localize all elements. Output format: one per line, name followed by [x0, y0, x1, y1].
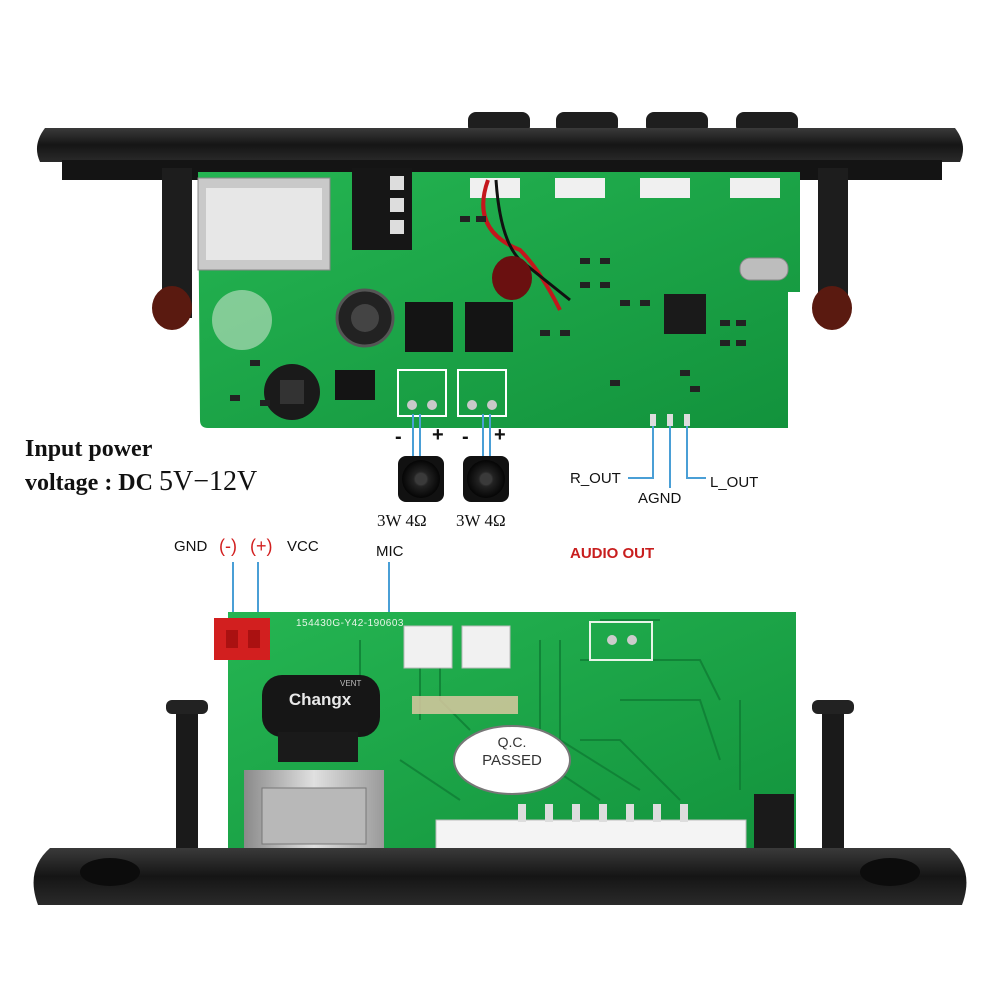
- connector: [730, 178, 780, 198]
- positive-label: (+): [250, 536, 273, 556]
- speaker-2-spec: 3W 4Ω: [456, 511, 506, 530]
- audio-out-label: AUDIO OUT: [570, 545, 655, 562]
- qc-sticker: [453, 725, 571, 795]
- connector: [461, 625, 511, 669]
- top-module: [36, 112, 964, 428]
- silkscreen-box: [589, 621, 653, 661]
- qc-line2: PASSED: [482, 752, 542, 769]
- front-bezel: [36, 128, 964, 162]
- part-number: 154430G-Y42-190603: [296, 618, 404, 629]
- r-out-label: R_OUT: [570, 470, 621, 487]
- wire-coil: [492, 256, 532, 300]
- capacitor: [262, 675, 380, 737]
- ir-receiver: [754, 794, 794, 850]
- l-out-label: L_OUT: [710, 474, 759, 491]
- speaker-icon: [463, 456, 509, 502]
- negative-label: (-): [219, 536, 237, 556]
- power-note-line2: voltage : DC 5V−12V: [25, 466, 257, 498]
- regulator-chip: [335, 370, 375, 400]
- connector: [640, 178, 690, 198]
- front-bezel: [33, 848, 967, 905]
- wire-red: [481, 179, 562, 311]
- speaker-1-minus: -: [395, 426, 402, 448]
- connector: [403, 625, 453, 669]
- audio-out-leads: [628, 426, 706, 488]
- speaker-1-plus: +: [432, 424, 444, 446]
- power-note-voltage: 5V−12V: [158, 466, 258, 497]
- power-connector: [214, 618, 270, 660]
- solder-strip: [412, 696, 518, 714]
- antenna-pad: [212, 290, 272, 350]
- speaker-pad: [397, 369, 447, 417]
- amp-chip: [465, 302, 513, 352]
- mount-post: [822, 704, 844, 854]
- speaker-1-spec: 3W 4Ω: [377, 511, 427, 530]
- gnd-label: GND: [174, 538, 208, 555]
- agnd-label: AGND: [638, 490, 682, 507]
- qc-line1: Q.C.: [497, 734, 527, 750]
- power-note-line1: Input power: [25, 436, 153, 462]
- connector: [555, 178, 605, 198]
- pcb-top: [198, 172, 800, 428]
- speaker-leads: [412, 414, 491, 456]
- speaker-2-minus: -: [462, 426, 469, 448]
- vcc-label: VCC: [287, 538, 319, 555]
- mic-label: MIC: [376, 543, 404, 560]
- bluetooth-chip: [664, 294, 706, 334]
- bottom-module: [33, 612, 967, 905]
- capacitor-sub: VENT: [340, 679, 362, 688]
- screw-post: [152, 286, 192, 330]
- mount-post: [176, 704, 198, 854]
- speaker-icon: [398, 456, 444, 502]
- capacitor-brand: Changx: [288, 690, 352, 709]
- speaker-2-plus: +: [494, 424, 506, 446]
- amp-chip: [405, 302, 453, 352]
- screw-post: [812, 286, 852, 330]
- crystal: [739, 257, 789, 281]
- power-note-prefix: voltage : DC: [25, 470, 159, 496]
